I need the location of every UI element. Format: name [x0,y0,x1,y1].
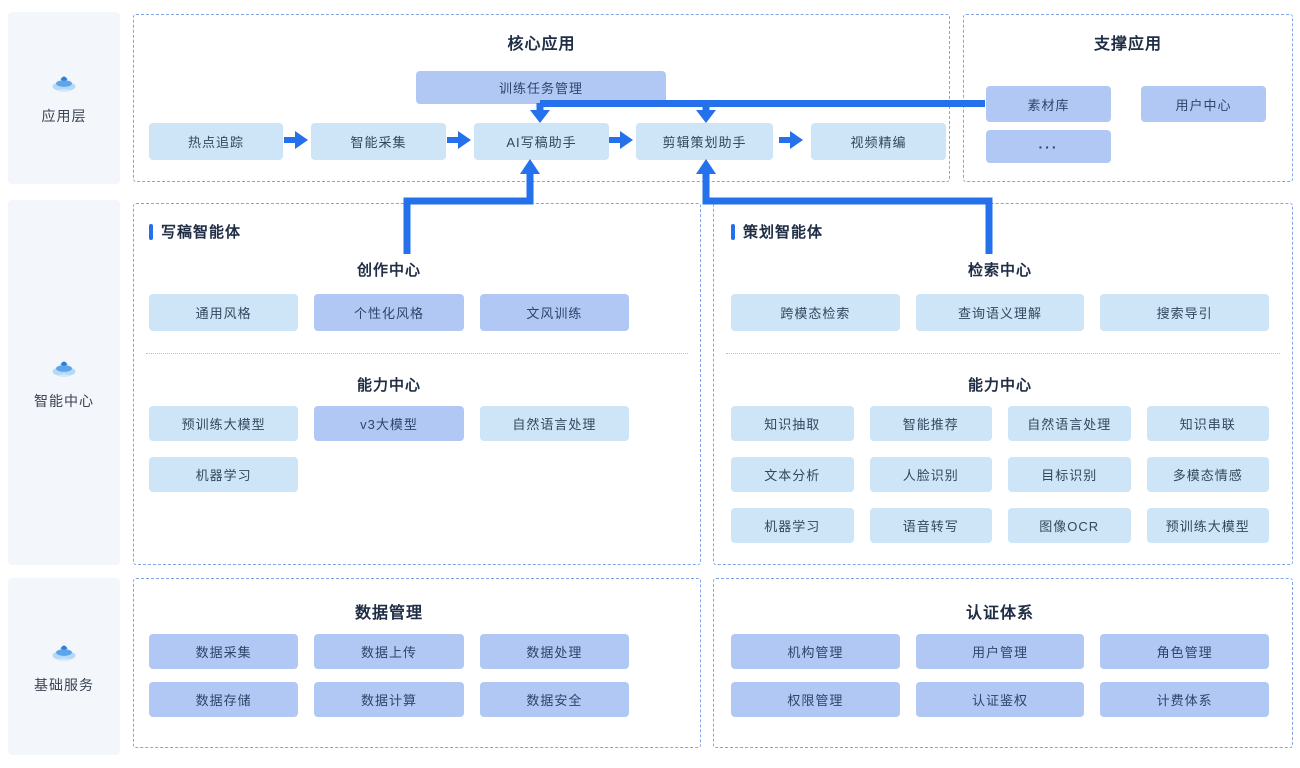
application-layer-label: 应用层 [41,108,87,124]
chip-nlp: 自然语言处理 [479,406,629,441]
planning-capability-title: 能力中心 [967,377,1032,394]
chip-nlp: 自然语言处理 [1008,406,1131,441]
writing-capability-title: 能力中心 [356,377,421,394]
writing-agent-panel: 写稿智能体 创作中心 通用风格 个性化风格 文风训练 能力中心 预训练大模型 v… [133,203,701,565]
writing-agent-divider [146,353,688,354]
chip-text-analysis: 文本分析 [731,457,854,492]
chip-data-security: 数据安全 [479,682,629,717]
chip-machine-learning: 机器学习 [149,457,299,492]
writing-agent-header: 写稿智能体 [149,221,241,242]
intelligence-center-icon [52,361,76,377]
header-accent-bar [731,223,735,240]
basic-services-label: 基础服务 [34,676,94,693]
application-layer-icon [52,76,76,92]
chip-data-computing: 数据计算 [314,682,464,717]
intelligence-center-label: 智能中心 [34,392,94,409]
writing-agent-label: 写稿智能体 [161,224,242,241]
basic-services-icon [52,645,76,661]
chip-writing-style-training: 文风训练 [479,294,629,331]
data-management-panel: 数据管理 数据采集 数据上传 数据处理 数据存储 数据计算 数据安全 [133,578,701,748]
chip-data-storage: 数据存储 [149,682,299,717]
chip-v3-large-model: v3大模型 [314,406,464,441]
chip-knowledge-extraction: 知识抽取 [731,406,854,441]
chip-knowledge-linking: 知识串联 [1146,406,1269,441]
chip-data-processing: 数据处理 [479,634,629,669]
header-accent-bar [149,223,153,240]
chip-pretrained-large-model: 预训练大模型 [1146,508,1269,543]
planning-agent-panel: 策划智能体 检索中心 跨模态检索 查询语义理解 搜索导引 能力中心 知识抽取 智… [713,203,1293,565]
chip-object-recognition: 目标识别 [1008,457,1131,492]
chip-smart-recommendation: 智能推荐 [869,406,992,441]
chip-more-apps: ··· [986,130,1111,163]
planning-agent-label: 策划智能体 [743,224,824,241]
chip-org-management: 机构管理 [731,634,900,669]
chip-query-semantic-understanding: 查询语义理解 [915,294,1085,331]
chip-data-collection: 数据采集 [149,634,299,669]
chip-auth-verification: 认证鉴权 [915,682,1085,717]
chip-smart-collection: 智能采集 [311,123,446,160]
chip-hotspot-tracking: 热点追踪 [149,123,283,160]
chip-face-recognition: 人脸识别 [869,457,992,492]
sidebar-layer-application: 应用层 [8,12,120,184]
chip-speech-transcription: 语音转写 [869,508,992,543]
chip-editing-planning-assistant: 剪辑策划助手 [636,123,773,160]
chip-data-upload: 数据上传 [314,634,464,669]
chip-personalized-style: 个性化风格 [314,294,464,331]
chip-cross-modal-retrieval: 跨模态检索 [731,294,900,331]
chip-ai-writing-assistant: AI写稿助手 [474,123,609,160]
sidebar-layer-basic-services: 基础服务 [8,578,120,755]
chip-machine-learning: 机器学习 [731,508,854,543]
chip-search-guide: 搜索导引 [1100,294,1269,331]
chip-role-management: 角色管理 [1100,634,1269,669]
authentication-panel: 认证体系 机构管理 用户管理 角色管理 权限管理 认证鉴权 计费体系 [713,578,1293,748]
retrieval-center-title: 检索中心 [967,262,1032,279]
data-management-title: 数据管理 [354,605,423,622]
planning-agent-divider [726,353,1280,354]
core-apps-title: 核心应用 [507,36,576,53]
chip-general-style: 通用风格 [149,294,299,331]
sidebar-layer-intelligence: 智能中心 [8,200,120,565]
core-apps-panel: 核心应用 训练任务管理 热点追踪 智能采集 AI写稿助手 剪辑策划助手 视频精编 [133,14,950,182]
chip-multimodal-sentiment: 多模态情感 [1146,457,1269,492]
chip-material-library: 素材库 [986,86,1111,122]
chip-image-ocr: 图像OCR [1008,508,1131,543]
chip-user-center: 用户中心 [1141,86,1266,122]
chip-pretrained-large-model: 预训练大模型 [149,406,299,441]
chip-billing-system: 计费体系 [1100,682,1269,717]
chip-permission-management: 权限管理 [731,682,900,717]
authentication-title: 认证体系 [965,605,1034,622]
chip-video-fine-editing: 视频精编 [811,123,946,160]
chip-training-task-management: 训练任务管理 [416,71,666,104]
chip-user-management: 用户管理 [915,634,1085,669]
support-apps-panel: 支撑应用 素材库 用户中心 ··· [963,14,1293,182]
support-apps-title: 支撑应用 [1093,36,1162,53]
creation-center-title: 创作中心 [356,262,421,279]
planning-agent-header: 策划智能体 [731,221,823,242]
